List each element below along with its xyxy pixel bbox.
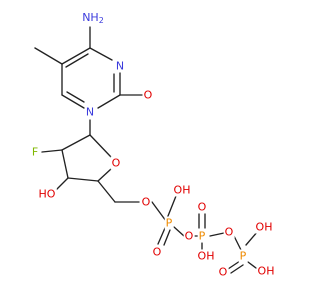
atom-label-background bbox=[30, 145, 40, 159]
atom-label-background bbox=[110, 156, 122, 170]
bond-pa-o-double-2 bbox=[163, 229, 171, 246]
atom-pg-oh1-label: OH bbox=[256, 221, 273, 234]
bond-o5-pa bbox=[151, 201, 167, 222]
bond-c3prime-c4prime bbox=[67, 177, 99, 182]
bond-c6-n1-double bbox=[66, 91, 85, 103]
atom-f-label: F bbox=[32, 146, 38, 159]
atom-pg-label: P bbox=[240, 250, 247, 263]
bond-c4-c5-double bbox=[65, 53, 89, 68]
bond-c4prime-c5prime bbox=[97, 180, 116, 203]
atom-nh2-label: NH2 bbox=[82, 11, 104, 25]
bond-pg-o-double-2 bbox=[230, 264, 244, 274]
bond-c2prime-c3prime bbox=[61, 149, 69, 179]
atom-pb-label: P bbox=[199, 230, 206, 243]
atom-label-background bbox=[217, 265, 229, 279]
atom-pg-oh2-label: OH bbox=[258, 265, 275, 278]
bond-obg-pg bbox=[233, 235, 243, 253]
bond-c5-methyl bbox=[34, 47, 63, 65]
bond-c2prime-f bbox=[41, 149, 63, 153]
atom-label-layer: NH2 N N O F O HO O P OH O O P O OH O P O… bbox=[30, 10, 276, 279]
molecule-structure-diagram: NH2 N N O F O HO O P OH O O P O OH O P O… bbox=[30, 10, 276, 279]
bond-c3prime-ho bbox=[55, 177, 69, 191]
atom-pa-o-label: O bbox=[153, 246, 162, 259]
atom-o5-label: O bbox=[142, 196, 151, 209]
bond-layer bbox=[34, 26, 259, 274]
atom-pb-oh-label: OH bbox=[198, 250, 215, 263]
atom-pa-label: P bbox=[166, 217, 173, 230]
atom-obg-label: O bbox=[225, 226, 234, 239]
atom-label-background bbox=[81, 10, 105, 25]
atom-label-background bbox=[183, 229, 195, 243]
atom-label-background bbox=[151, 245, 163, 259]
atom-label-background bbox=[140, 195, 152, 209]
bond-pb-obg bbox=[209, 232, 225, 237]
atom-label-background bbox=[238, 249, 248, 263]
atom-oab-label: O bbox=[185, 230, 194, 243]
atom-label-background bbox=[84, 105, 96, 119]
bond-oring-c4prime bbox=[97, 168, 112, 182]
bond-c1prime-oring bbox=[89, 134, 112, 158]
atom-n3-label: N bbox=[116, 60, 124, 73]
atom-label-background bbox=[196, 200, 208, 214]
atom-label-background bbox=[197, 229, 207, 243]
atom-label-background bbox=[256, 264, 276, 278]
atom-pg-o-label: O bbox=[219, 266, 228, 279]
bond-c6-n1 bbox=[61, 94, 85, 109]
atom-label-background bbox=[114, 59, 126, 73]
atom-pa-oh-label: OH bbox=[174, 184, 191, 197]
atom-label-background bbox=[37, 187, 57, 201]
atom-label-background bbox=[164, 216, 174, 230]
atom-ho3-label: HO bbox=[39, 188, 56, 201]
bond-c4-n3 bbox=[89, 47, 113, 61]
bond-c1prime-c2prime bbox=[61, 134, 91, 151]
bond-c2-n1 bbox=[97, 94, 121, 109]
atom-o2-label: O bbox=[144, 89, 153, 102]
atom-label-background bbox=[172, 183, 192, 197]
atom-pb-o-label: O bbox=[198, 201, 207, 214]
atom-n1-label: N bbox=[86, 106, 94, 119]
atom-label-background bbox=[142, 88, 154, 102]
bond-pg-o-double bbox=[227, 260, 241, 270]
bond-c4-c5 bbox=[61, 47, 91, 65]
atom-label-background bbox=[196, 249, 216, 263]
bond-pa-o-double bbox=[157, 227, 166, 245]
bond-pa-oab bbox=[173, 226, 185, 237]
bond-pg-oh2 bbox=[247, 261, 257, 269]
atom-label-background bbox=[254, 220, 274, 234]
atom-oring-label: O bbox=[112, 157, 121, 170]
atom-label-background bbox=[223, 225, 235, 239]
